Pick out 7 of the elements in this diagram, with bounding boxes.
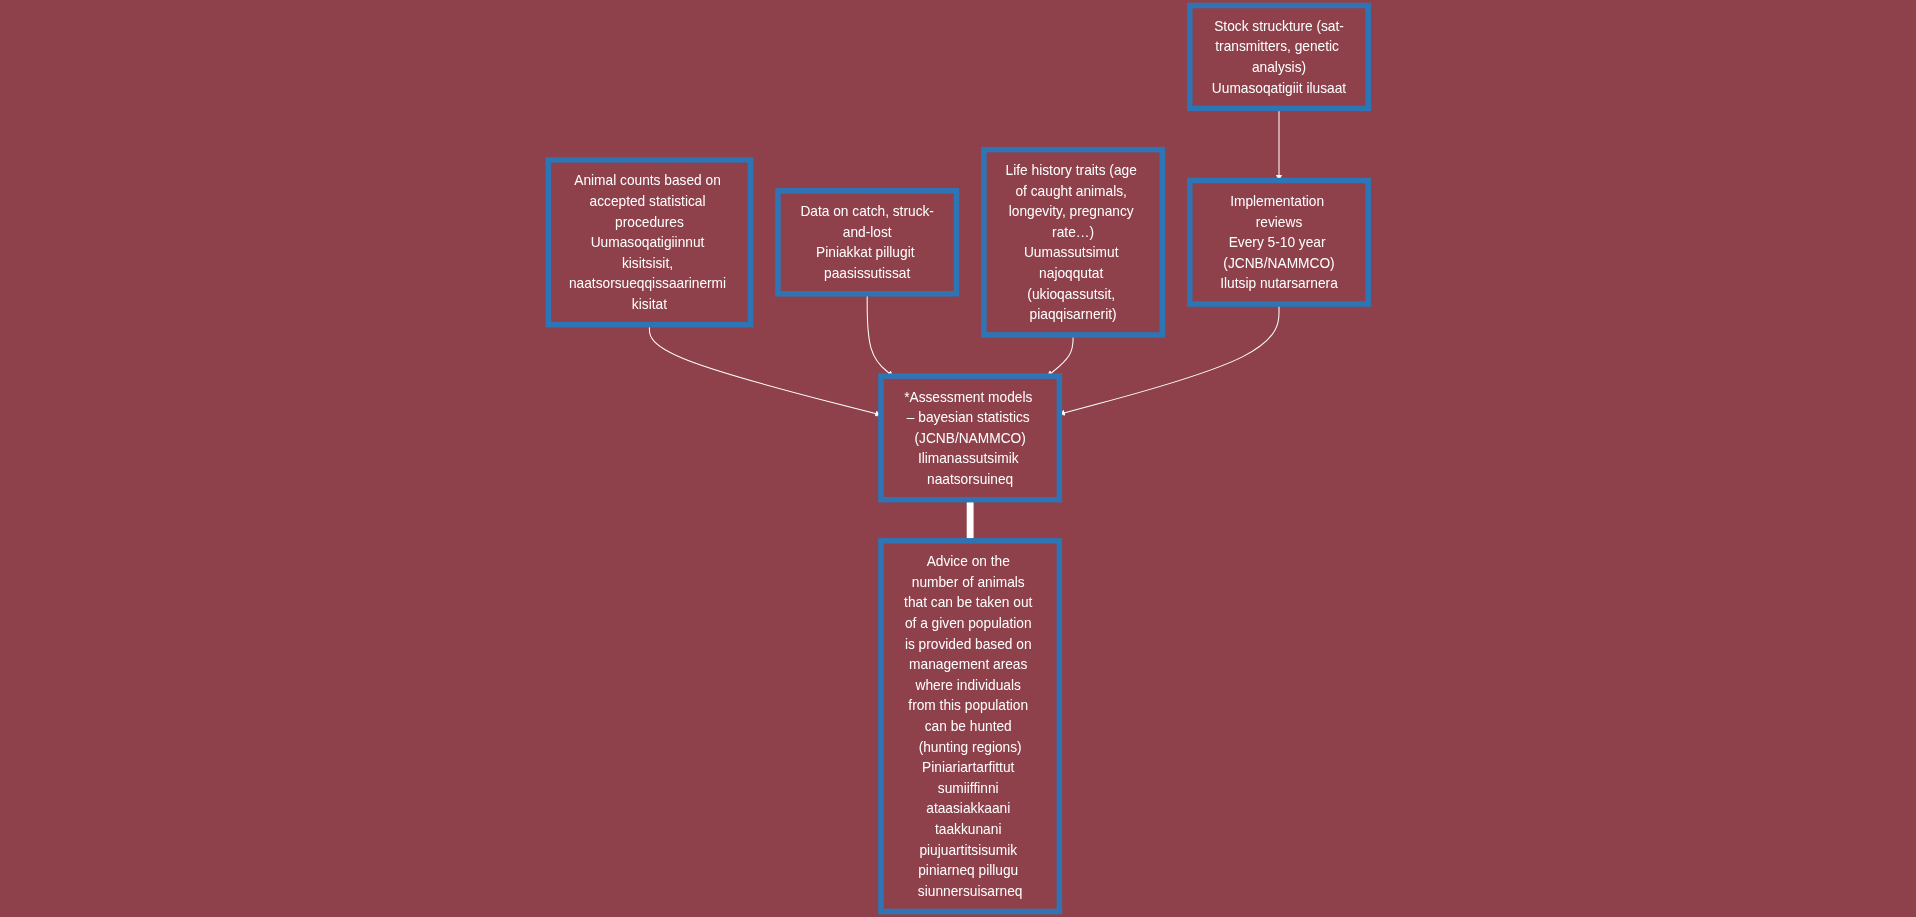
node-box: Animal counts based on accepted statistical procedures Uumasoqatigiinnut kisitsisit, naatsorsueqqissaarinermi kisitat <box>545 157 753 328</box>
node-box: Stock struckture (sat-transmitters, genetic analysis) Uumasoqatigiit ilusaat <box>1186 2 1371 112</box>
node-box: Data on catch, struck-and-lost Piniakkat pillugit paasissutissat <box>774 188 959 297</box>
node-box: Advice on the number of animals that can be taken out of a given population is provided based on management areas where individuals from this population can be hunted (hunting regions) Piniariartarfittut sumiiffinni ataasiakkaani taakkunani piujuartitsisumik piniarneq pillugu siunnersuisarneq <box>877 538 1062 915</box>
node-box: *Assessment models – bayesian statistics (JCNB/NAMMCO) Ilimanassutsimik naatsorsuineq <box>877 373 1062 503</box>
node-box: Implementation reviews Every 5-10 year (JCNB/NAMMCO) Ilutsip nutarsarnera <box>1186 177 1371 307</box>
node-box: Life history traits (age of caught animals, longevity, pregnancy rate…) Uumassutsimut najoqqutat (ukioqassutsit, piaqqisarnerit) <box>980 146 1165 338</box>
